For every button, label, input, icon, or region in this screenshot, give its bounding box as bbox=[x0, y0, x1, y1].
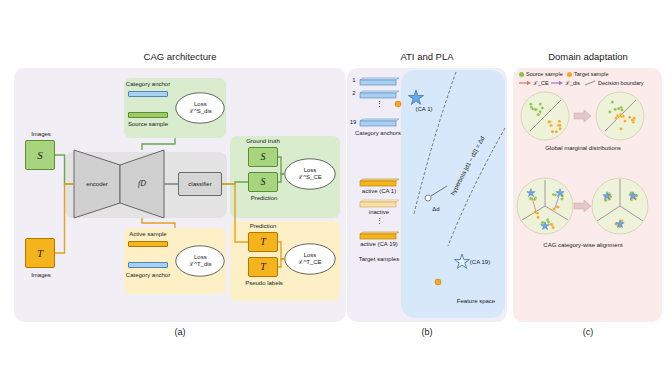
panel-title: CAG architecture bbox=[144, 52, 217, 63]
annotation: Category anchors bbox=[355, 130, 401, 137]
panel-title: ATI and PLA bbox=[400, 52, 453, 63]
annotation: ⋮ bbox=[376, 100, 383, 108]
trapezoid-outline bbox=[74, 150, 120, 218]
image-box: ImagesS bbox=[25, 140, 55, 170]
annotation: CAG category-wise alignment bbox=[543, 242, 622, 249]
annotation: active (CA 19) bbox=[360, 241, 398, 248]
annotation: ⋮ bbox=[376, 217, 383, 225]
classifier-box: classifier bbox=[178, 172, 222, 196]
box-caption: Prediction bbox=[251, 195, 278, 202]
domain-letter: T bbox=[260, 261, 266, 273]
ellipse-outline bbox=[285, 244, 335, 274]
annotation: (CA 1) bbox=[415, 106, 432, 113]
ellipse-outline bbox=[176, 93, 224, 123]
band-label: Ground truth bbox=[246, 138, 280, 145]
box-caption: Pseudo labels bbox=[245, 280, 283, 287]
image-caption: Images bbox=[31, 272, 51, 279]
legend-text: ℒ_dis bbox=[565, 80, 580, 86]
block-name: classifier bbox=[188, 181, 211, 188]
ellipse-outline bbox=[176, 246, 224, 276]
loss-ellipse: Loss ℒ^S_CE bbox=[284, 158, 336, 190]
encoder-block: encoder bbox=[74, 150, 120, 218]
loss-name: Loss ℒ^T_CE bbox=[292, 252, 328, 266]
domain-letter: T bbox=[37, 247, 43, 260]
loss-region: Category anchorSource sample Loss ℒ^S_dis bbox=[124, 78, 226, 138]
image-caption: Images bbox=[31, 131, 51, 138]
legend-sample bbox=[519, 80, 531, 86]
image-box: TImages bbox=[25, 238, 55, 268]
domain-letter: S bbox=[37, 149, 43, 162]
loss-region: Active sampleCategory anchor Loss ℒ^T_dis bbox=[124, 228, 226, 294]
annotation: (c) bbox=[583, 327, 594, 337]
loss-name: Loss ℒ^T_dis bbox=[183, 254, 217, 268]
block-name: fD bbox=[138, 179, 146, 188]
annotation: Target samples bbox=[359, 256, 400, 263]
loss-ellipse: Loss ℒ^T_dis bbox=[175, 245, 225, 277]
bar-label: Category anchor bbox=[126, 81, 170, 88]
feature-block: fD bbox=[120, 150, 164, 218]
label-box: T bbox=[248, 232, 278, 252]
annotation: Δd bbox=[432, 206, 439, 213]
sample-bar bbox=[128, 241, 168, 247]
loss-ellipse: Loss ℒ^T_CE bbox=[284, 243, 336, 275]
loss-ellipse: Loss ℒ^S_dis bbox=[175, 92, 225, 124]
domain-letter: T bbox=[260, 236, 266, 248]
loss-name: Loss ℒ^S_dis bbox=[183, 101, 217, 115]
legend-entry: ℒ_CE bbox=[519, 80, 549, 86]
annotation: 2 bbox=[352, 90, 355, 97]
panel-background bbox=[513, 68, 662, 322]
bar-label: Category anchor bbox=[126, 272, 170, 279]
legend-sample bbox=[551, 80, 563, 86]
legend-text: Source sample bbox=[526, 71, 563, 77]
legend-entry: Source sample bbox=[519, 71, 563, 77]
bar-label: Source sample bbox=[128, 121, 168, 128]
loss-name: Loss ℒ^S_CE bbox=[292, 167, 328, 181]
annotation: (b) bbox=[422, 327, 433, 337]
annotation: 1 bbox=[352, 77, 355, 84]
label-box: SPrediction bbox=[248, 172, 278, 192]
sample-head bbox=[527, 81, 531, 85]
anchor-bar bbox=[128, 91, 168, 97]
annotation: Global marginal distributions bbox=[545, 145, 621, 152]
anchor-bar bbox=[128, 262, 168, 268]
legend-swatch bbox=[567, 72, 572, 77]
panel-title: Domain adaptation bbox=[548, 52, 628, 63]
sample-line bbox=[551, 83, 559, 84]
sample-head bbox=[559, 81, 563, 85]
legend-swatch bbox=[519, 72, 524, 77]
panel: CAG architectureImagesSTImagesencoderfDc… bbox=[14, 44, 346, 322]
trapezoid-outline bbox=[120, 150, 164, 218]
output-band: Ground truthSSPredictionLoss ℒ^S_CE bbox=[230, 136, 340, 218]
band-label: Prediction bbox=[250, 223, 277, 230]
label-box: S bbox=[248, 147, 278, 167]
sample-bar bbox=[128, 112, 168, 118]
region-label: Feature space bbox=[457, 298, 495, 305]
legend-text: Target sample bbox=[574, 71, 609, 77]
sample-line bbox=[585, 81, 595, 85]
domain-letter: S bbox=[261, 151, 266, 163]
annotation: inactive bbox=[369, 209, 389, 216]
annotation: active (CA 1) bbox=[362, 188, 396, 195]
legend-text: ℒ_CE bbox=[533, 80, 549, 86]
annotation: (CA 19) bbox=[470, 259, 490, 266]
sample-line bbox=[519, 83, 527, 84]
label-box: TPseudo labels bbox=[248, 257, 278, 277]
block-name: encoder bbox=[86, 181, 108, 188]
annotation: (a) bbox=[175, 327, 186, 337]
output-band: PredictionTTPseudo labelsLoss ℒ^T_CE bbox=[230, 221, 340, 301]
legend-entry: ℒ_dis bbox=[551, 80, 580, 86]
domain-letter: S bbox=[261, 176, 266, 188]
legend-sample bbox=[584, 80, 596, 86]
bar-label: Active sample bbox=[129, 231, 166, 238]
annotation: 19 bbox=[350, 119, 357, 126]
legend-entry: Decision boundary bbox=[584, 80, 644, 86]
ellipse-outline bbox=[285, 159, 335, 189]
legend-text: Decision boundary bbox=[598, 80, 644, 86]
legend-entry: Target sample bbox=[567, 71, 609, 77]
panel: ATI and PLA Feature space bbox=[347, 44, 507, 322]
